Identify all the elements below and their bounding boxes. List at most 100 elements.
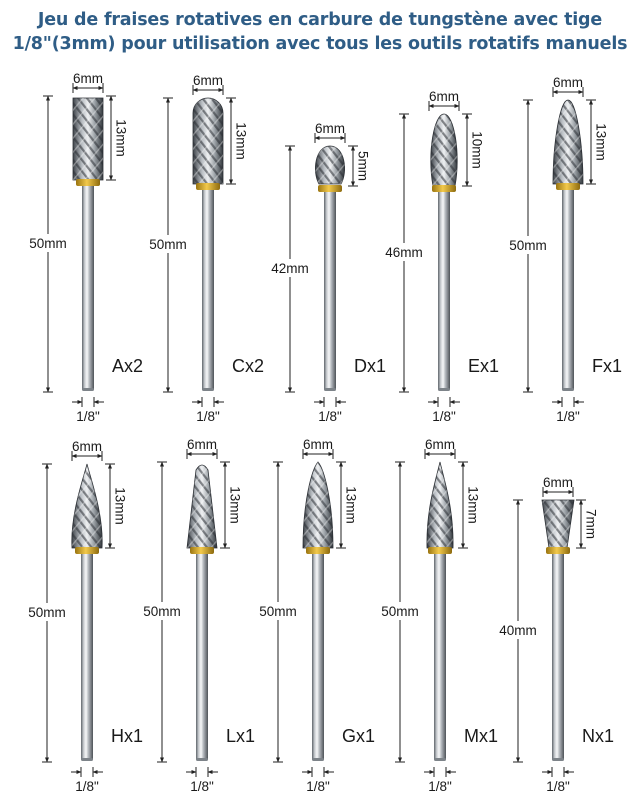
head-width-label: 6mm bbox=[553, 75, 583, 90]
burr-shank bbox=[81, 552, 93, 760]
product-title: Jeu de fraises rotatives en carbure de t… bbox=[0, 8, 640, 56]
head-length-label: 13mm bbox=[465, 486, 480, 524]
title-line-1: Jeu de fraises rotatives en carbure de t… bbox=[37, 10, 603, 30]
head-length-label: 13mm bbox=[593, 123, 608, 161]
burr-flutes-highlight bbox=[193, 98, 223, 184]
burr-flutes-highlight bbox=[315, 146, 345, 184]
shank-diameter-label: 1/8" bbox=[190, 779, 214, 794]
total-length-label-bg bbox=[381, 243, 427, 261]
burr-hx1: 6mm 13mm 50mm 1/8" Hx1 bbox=[24, 439, 143, 794]
burr-shank bbox=[196, 552, 208, 760]
total-length-label-bg bbox=[255, 602, 301, 620]
shank-diameter-label: 1/8" bbox=[306, 779, 330, 794]
head-length-label: 13mm bbox=[227, 486, 242, 524]
shank-end bbox=[552, 758, 564, 761]
burr-shank bbox=[552, 552, 564, 760]
total-length-label: 50mm bbox=[28, 605, 66, 620]
burr-name-label: Cx2 bbox=[232, 356, 264, 376]
burr-name-label: Dx1 bbox=[354, 356, 386, 376]
total-length-label-bg bbox=[145, 235, 191, 253]
brazed-ring bbox=[546, 547, 570, 554]
burr-name-label: Ex1 bbox=[468, 356, 499, 376]
total-length-label-bg bbox=[139, 602, 185, 620]
head-width-label: 6mm bbox=[73, 71, 103, 86]
total-length-label-bg bbox=[25, 234, 71, 252]
brazed-ring bbox=[196, 183, 220, 190]
burr-ax2: 6mm 13mm 50mm 1/8" Ax2 bbox=[25, 71, 143, 424]
burr-shank bbox=[438, 190, 450, 390]
title-line-2: 1/8"(3mm) pour utilisation avec tous les… bbox=[12, 34, 628, 54]
head-width-label: 6mm bbox=[187, 437, 217, 452]
burr-name-label: Ax2 bbox=[112, 356, 143, 376]
shank-diameter-label: 1/8" bbox=[556, 409, 580, 424]
head-width-label: 6mm bbox=[193, 73, 223, 88]
total-length-label: 50mm bbox=[29, 236, 67, 251]
head-length-label: 7mm bbox=[583, 509, 598, 539]
burr-flutes-highlight bbox=[73, 98, 103, 180]
shank-end bbox=[196, 758, 208, 761]
shank-end bbox=[324, 388, 336, 391]
head-width-label: 6mm bbox=[543, 475, 573, 490]
total-length-label: 42mm bbox=[271, 261, 309, 276]
brazed-ring bbox=[556, 183, 580, 190]
burr-dx1: 6mm 5mm 42mm 1/8" Dx1 bbox=[267, 121, 386, 424]
shank-diameter-label: 1/8" bbox=[432, 409, 456, 424]
burr-shank bbox=[434, 552, 446, 760]
brazed-ring bbox=[75, 547, 99, 554]
burr-name-label: Nx1 bbox=[582, 726, 614, 746]
shank-end bbox=[438, 388, 450, 391]
burr-name-label: Hx1 bbox=[111, 726, 143, 746]
burr-shank bbox=[562, 188, 574, 390]
total-length-label: 50mm bbox=[143, 604, 181, 619]
head-length-label: 10mm bbox=[469, 131, 484, 169]
total-length-label-bg bbox=[377, 602, 423, 620]
head-width-label: 6mm bbox=[303, 437, 333, 452]
head-length-label: 5mm bbox=[355, 151, 370, 181]
burr-flutes-highlight bbox=[303, 462, 333, 548]
burr-name-label: Mx1 bbox=[464, 726, 498, 746]
burr-flutes-highlight bbox=[542, 500, 574, 548]
burr-flutes-highlight bbox=[187, 465, 217, 548]
head-width-label: 6mm bbox=[425, 437, 455, 452]
total-length-label: 40mm bbox=[499, 623, 537, 638]
brazed-ring bbox=[190, 547, 214, 554]
head-width-label: 6mm bbox=[72, 439, 102, 454]
burr-flutes-highlight bbox=[430, 114, 458, 186]
brazed-ring bbox=[76, 179, 100, 186]
shank-diameter-label: 1/8" bbox=[428, 779, 452, 794]
burr-fx1: 6mm 13mm 50mm 1/8" Fx1 bbox=[505, 75, 622, 424]
shank-diameter-label: 1/8" bbox=[318, 409, 342, 424]
brazed-ring bbox=[428, 547, 452, 554]
total-length-label: 50mm bbox=[149, 237, 187, 252]
brazed-ring bbox=[318, 185, 342, 192]
burr-shank bbox=[82, 184, 94, 390]
total-length-label: 46mm bbox=[385, 245, 423, 260]
total-length-label: 50mm bbox=[509, 238, 547, 253]
burr-name-label: Gx1 bbox=[342, 726, 375, 746]
shank-end bbox=[312, 758, 324, 761]
burr-flutes-highlight bbox=[426, 462, 454, 548]
shank-diameter-label: 1/8" bbox=[76, 409, 100, 424]
shank-end bbox=[434, 758, 446, 761]
head-width-label: 6mm bbox=[429, 89, 459, 104]
head-length-label: 13mm bbox=[112, 487, 127, 525]
shank-end bbox=[562, 388, 574, 391]
total-length-label-bg bbox=[267, 259, 313, 277]
brazed-ring bbox=[432, 185, 456, 192]
burr-shank bbox=[202, 188, 214, 390]
burr-shank bbox=[312, 552, 324, 760]
head-length-label: 13mm bbox=[113, 119, 128, 157]
burr-flutes-highlight bbox=[71, 464, 103, 548]
total-length-label-bg bbox=[24, 603, 70, 621]
shank-diameter-label: 1/8" bbox=[75, 779, 99, 794]
head-width-label: 6mm bbox=[315, 121, 345, 136]
burr-name-label: Fx1 bbox=[592, 356, 622, 376]
burr-ex1: 6mm 10mm 46mm 1/8" Ex1 bbox=[381, 89, 499, 424]
shank-end bbox=[82, 388, 94, 391]
